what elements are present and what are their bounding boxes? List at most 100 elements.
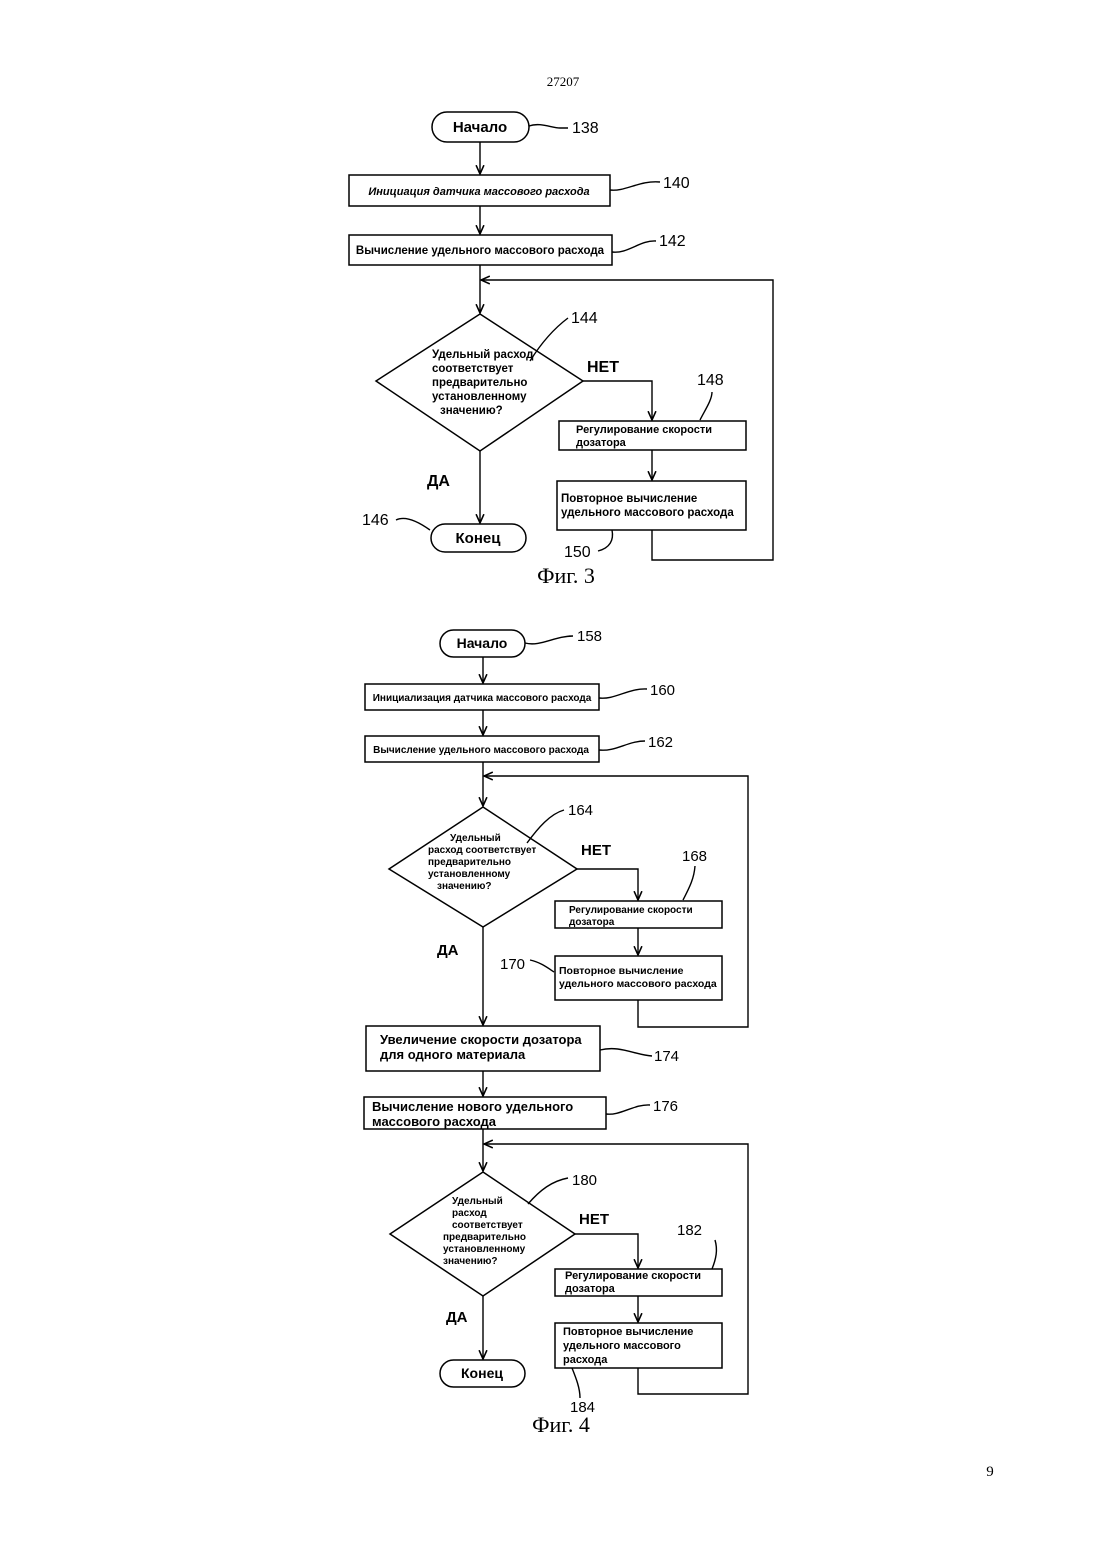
fig3-decision-line-5: значению?	[440, 405, 503, 417]
fig4-start-label: Начало	[457, 635, 508, 651]
fig3-calc-ref: 142	[659, 233, 686, 250]
fig4-decision2-line-3: соответствует	[452, 1220, 523, 1231]
fig3-end-label: Конец	[456, 530, 502, 547]
fig3-recalc-line-2: удельного массового расхода	[561, 507, 734, 519]
fig3-caption: Фиг. 3	[537, 563, 595, 588]
fig3-no-label: НЕТ	[587, 359, 619, 376]
fig4-recalc2-box: Повторное вычисление удельного массового…	[555, 1323, 722, 1368]
fig3-calc-label: Вычисление удельного массового расхода	[356, 245, 605, 257]
fig3-adjust-line-2: дозатора	[576, 437, 627, 449]
fig3-start-label: Начало	[453, 119, 507, 136]
fig3-adjust-ref: 148	[697, 372, 724, 389]
fig4-decision2-no-label: НЕТ	[579, 1211, 609, 1228]
fig3-calc-leader	[612, 241, 656, 252]
fig4-adjust1-line-1: Регулирование скорости	[569, 905, 693, 916]
fig4-init-ref: 160	[650, 682, 675, 699]
fig4-calc-leader	[599, 741, 645, 750]
fig4-increase-leader	[600, 1049, 652, 1056]
fig4-decision2-line-2: расход	[452, 1208, 487, 1219]
fig4-init-label: Инициализация датчика массового расхода	[373, 693, 592, 704]
fig3-init-label: Инициация датчика массового расхода	[368, 186, 589, 198]
fig4-adjust1-leader	[683, 866, 695, 900]
fig4-increase-box: Увеличение скорости дозатора для одного …	[366, 1026, 600, 1071]
document-number: 27207	[547, 74, 580, 89]
fig4-init-leader	[599, 689, 647, 698]
fig3-decision-line-3: предварительно	[432, 377, 527, 389]
fig3-start-node: Начало	[432, 112, 529, 142]
fig3-start-leader	[529, 125, 568, 128]
fig3-decision-line-4: установленному	[432, 391, 527, 403]
fig3-init-leader	[610, 182, 660, 190]
fig4-adjust2-line-2: дозатора	[565, 1283, 616, 1295]
fig3-recalc-leader	[598, 530, 612, 551]
fig4-decision2-node: Удельный расход соответствует предварите…	[390, 1172, 575, 1296]
fig4-recalc1-ref: 170	[500, 956, 525, 973]
fig4-adjust1-ref: 168	[682, 848, 707, 865]
fig4-newcalc-ref: 176	[653, 1098, 678, 1115]
fig4-decision1-line-2: расход соответствует	[428, 845, 536, 856]
fig4-end-node: Конец	[440, 1360, 525, 1387]
fig4-adjust1-box: Регулирование скорости дозатора	[555, 901, 722, 928]
fig3-yes-label: ДА	[427, 473, 450, 490]
fig4-decision2-line-4: предварительно	[443, 1232, 526, 1243]
fig4-decision1-line-1: Удельный	[450, 833, 501, 844]
fig4-init-box: Инициализация датчика массового расхода	[365, 684, 599, 710]
fig4-decision1-line-4: установленному	[428, 869, 511, 880]
fig4-recalc2-line-1: Повторное вычисление	[563, 1326, 693, 1338]
fig4-adjust1-line-2: дозатора	[569, 917, 615, 928]
fig4-decision2-line-5: установленному	[443, 1244, 526, 1255]
fig3-adjust-line-1: Регулирование скорости	[576, 424, 712, 436]
fig4-decision1-ref: 164	[568, 802, 593, 819]
fig4-decision1-line-5: значению?	[437, 881, 492, 892]
fig4-arrow-no1	[577, 869, 638, 900]
fig4-recalc1-line-1: Повторное вычисление	[559, 965, 684, 977]
fig3-start-ref: 138	[572, 120, 599, 137]
fig4-recalc1-leader	[530, 960, 554, 972]
fig3-decision-ref: 144	[571, 310, 598, 327]
fig4-start-ref: 158	[577, 628, 602, 645]
fig3-calc-box: Вычисление удельного массового расхода	[349, 235, 612, 265]
fig3-decision-node: Удельный расход соответствует предварите…	[376, 314, 583, 451]
fig3-end-leader	[396, 518, 430, 530]
fig4-decision1-no-label: НЕТ	[581, 842, 611, 859]
fig4-recalc2-line-3: расхода	[563, 1354, 608, 1366]
fig4-caption: Фиг. 4	[532, 1412, 590, 1437]
fig4-decision2-line-6: значению?	[443, 1256, 498, 1267]
fig3-recalc-line-1: Повторное вычисление	[561, 493, 697, 505]
fig4-arrow-no2	[575, 1234, 638, 1268]
fig4-adjust2-leader	[712, 1240, 716, 1269]
fig3-adjust-box: Регулирование скорости дозатора	[559, 421, 746, 450]
fig4-decision1-line-3: предварительно	[428, 857, 511, 868]
fig4-newcalc-box: Вычисление нового удельного массового ра…	[364, 1097, 606, 1129]
fig4-adjust2-box: Регулирование скорости дозатора	[555, 1269, 722, 1296]
fig4-decision1-node: Удельный расход соответствует предварите…	[389, 807, 577, 927]
fig4-increase-ref: 174	[654, 1048, 679, 1065]
fig4-newcalc-line-1: Вычисление нового удельного	[372, 1099, 573, 1114]
fig3-recalc-box: Повторное вычисление удельного массового…	[557, 481, 746, 530]
fig4-adjust2-ref: 182	[677, 1222, 702, 1239]
fig4-recalc2-line-2: удельного массового	[563, 1340, 681, 1352]
fig4-calc-ref: 162	[648, 734, 673, 751]
fig4-calc-label: Вычисление удельного массового расхода	[373, 745, 589, 756]
page-number: 9	[986, 1464, 994, 1480]
fig4-calc-box: Вычисление удельного массового расхода	[365, 736, 599, 762]
fig3-adjust-leader	[700, 392, 712, 420]
fig3-end-ref: 146	[362, 512, 389, 529]
fig3-decision-line-1: Удельный расход	[432, 349, 534, 361]
fig4-start-leader	[525, 636, 573, 644]
fig4-end-label: Конец	[461, 1365, 503, 1381]
fig4-decision2-ref: 180	[572, 1172, 597, 1189]
figure-4: Начало 158 Инициализация датчика массово…	[364, 628, 748, 1437]
fig4-recalc1-line-2: удельного массового расхода	[559, 978, 717, 990]
fig4-increase-line-2: для одного материала	[380, 1047, 526, 1062]
fig4-increase-line-1: Увеличение скорости дозатора	[380, 1032, 582, 1047]
fig3-end-node: Конец	[431, 524, 526, 552]
fig4-decision2-leader	[528, 1178, 568, 1204]
fig4-recalc1-box: Повторное вычисление удельного массового…	[555, 956, 722, 1000]
fig4-decision1-leader	[527, 810, 564, 843]
fig3-recalc-ref: 150	[564, 544, 591, 561]
fig4-start-node: Начало	[440, 630, 525, 657]
fig3-init-ref: 140	[663, 175, 690, 192]
fig3-arrow-no	[583, 381, 652, 420]
